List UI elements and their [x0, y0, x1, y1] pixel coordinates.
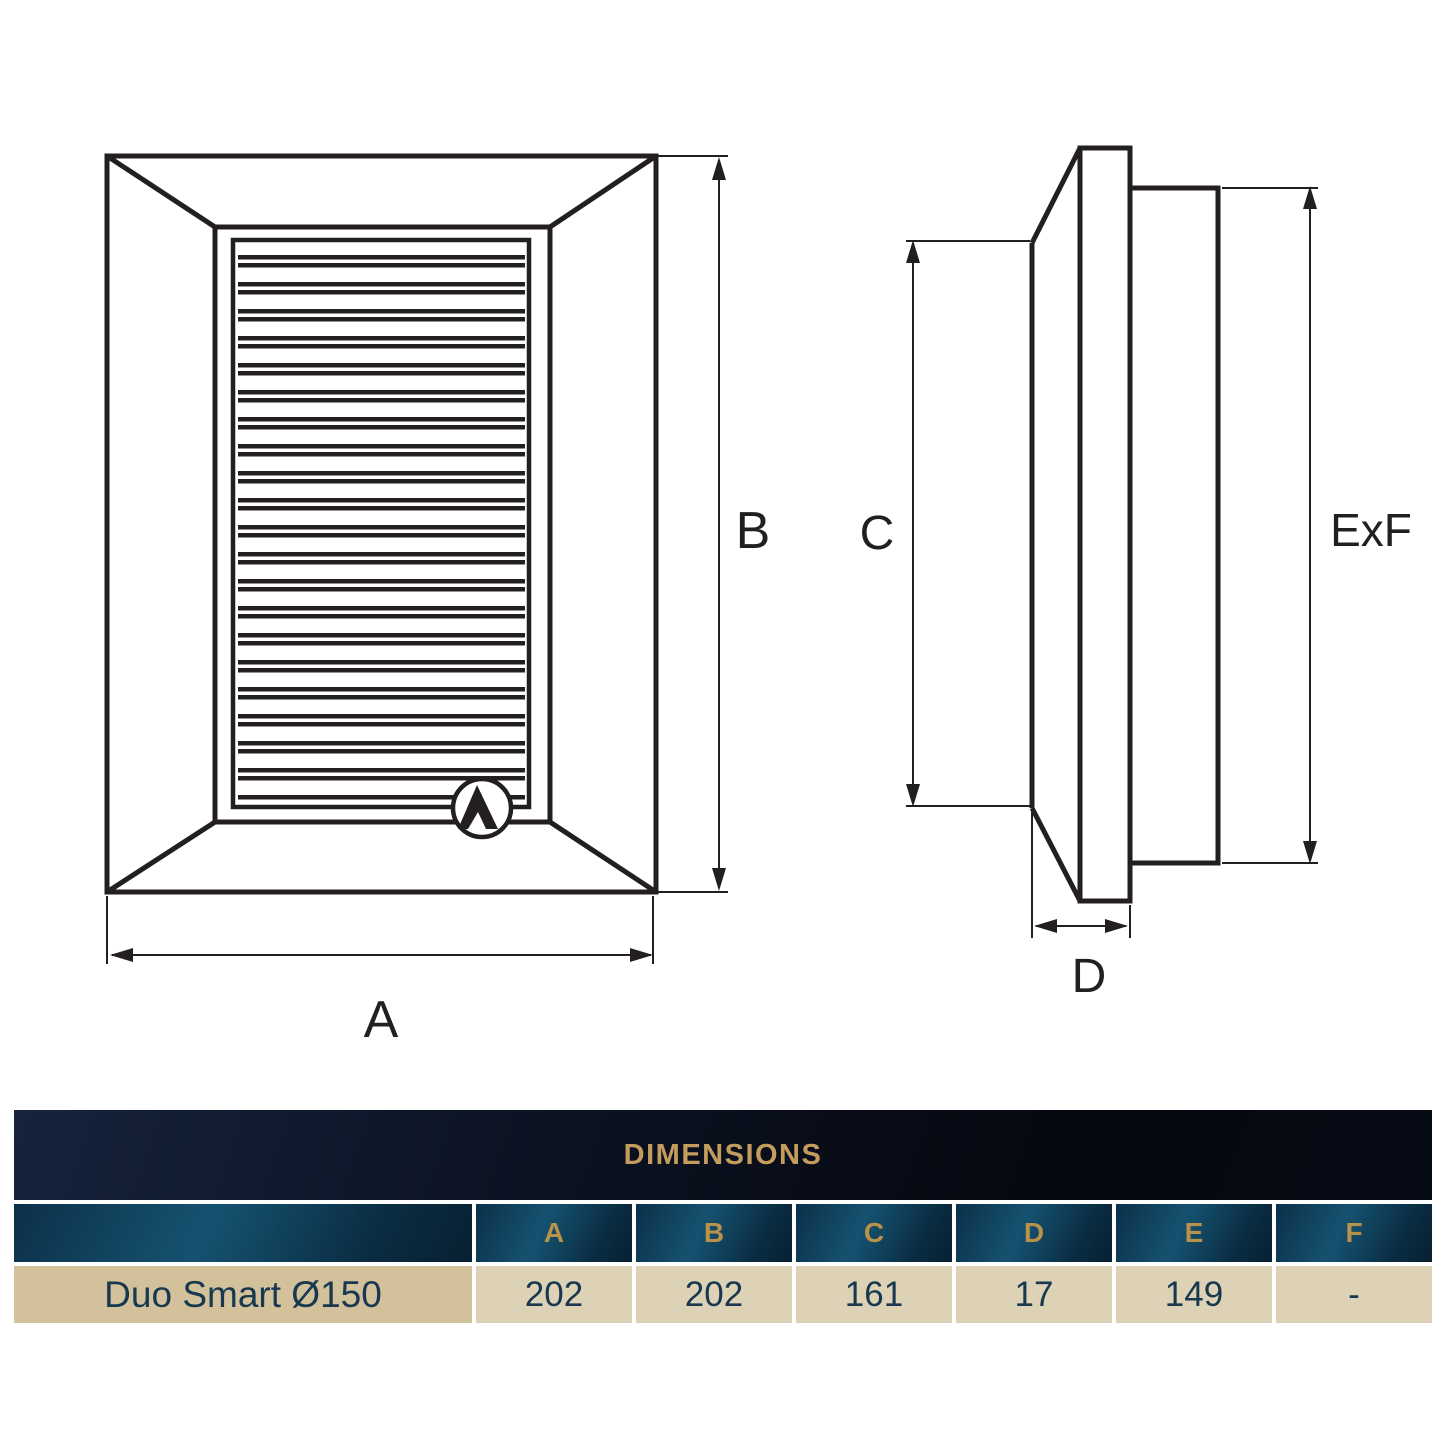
column-header-a: A [476, 1204, 632, 1262]
bevel-bottom-right [548, 819, 658, 895]
value-cell-d: 17 [956, 1266, 1112, 1323]
arrow-exf-down [1303, 841, 1317, 864]
table-grid: A B C D E F Duo Smart Ø150 202 202 161 1… [14, 1204, 1432, 1323]
cover-top-slant [1029, 146, 1083, 245]
value-cell-f: - [1276, 1266, 1432, 1323]
table-title: DIMENSIONS [14, 1110, 1432, 1200]
arrow-c-up [906, 240, 920, 263]
label-dim-a: A [364, 991, 399, 1049]
bevel-bottom-left [105, 819, 217, 895]
cover-bottom-slant [1029, 806, 1083, 903]
technical-drawing: A B C D ExF [104, 145, 1412, 1049]
bevel-top-right [548, 153, 658, 230]
front-view [104, 153, 659, 895]
arrow-a-left [110, 948, 133, 962]
bevel-top-left [105, 153, 217, 230]
column-header-c: C [796, 1204, 952, 1262]
louver-panel-border [230, 237, 532, 810]
column-header-e: E [1116, 1204, 1272, 1262]
value-cell-a: 202 [476, 1266, 632, 1323]
arrow-c-down [906, 784, 920, 807]
dimension-lines [106, 155, 1318, 964]
label-dim-exf: ExF [1330, 504, 1412, 556]
arrow-b-down [712, 868, 726, 891]
arrow-d-left [1034, 919, 1057, 933]
column-header-d: D [956, 1204, 1112, 1262]
value-cell-b: 202 [636, 1266, 792, 1323]
value-cell-c: 161 [796, 1266, 952, 1323]
column-header-f: F [1276, 1204, 1432, 1262]
brand-logo-icon [450, 776, 514, 840]
dimensions-table: DIMENSIONS A B C D E F Duo Smart Ø150 20… [14, 1110, 1432, 1323]
arrow-a-right [630, 948, 653, 962]
label-dim-b: B [736, 502, 771, 560]
arrow-exf-up [1303, 186, 1317, 209]
mounting-plate [1077, 145, 1133, 904]
label-dim-d: D [1072, 950, 1107, 1003]
column-header-b: B [636, 1204, 792, 1262]
product-name-cell: Duo Smart Ø150 [14, 1266, 472, 1323]
column-header-empty [14, 1204, 472, 1262]
arrow-d-right [1105, 919, 1128, 933]
logo-mountain-m [458, 785, 498, 829]
fan-body [1127, 185, 1221, 866]
value-cell-e: 149 [1116, 1266, 1272, 1323]
front-inner-frame [212, 224, 553, 825]
front-outer-frame [104, 153, 659, 895]
louver-slats [238, 245, 525, 803]
arrow-b-up [712, 157, 726, 180]
side-view [1029, 145, 1221, 904]
label-dim-c: C [860, 507, 895, 560]
